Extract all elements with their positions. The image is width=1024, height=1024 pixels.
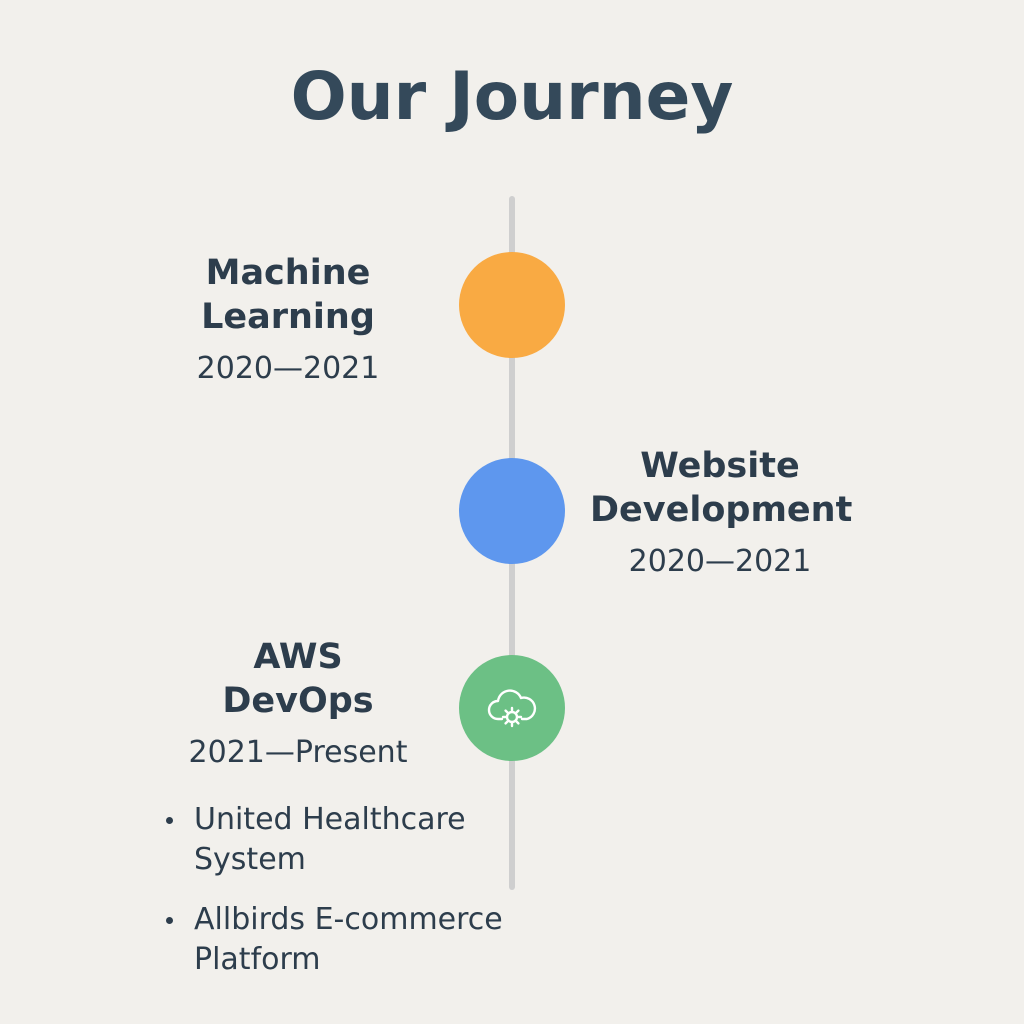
project-line-2: Platform (194, 942, 321, 977)
timeline-node-website-development (459, 458, 565, 564)
title-line-2: Development (590, 490, 853, 530)
project-list: United Healthcare System Allbirds E-comm… (160, 800, 540, 1000)
timeline-item-aws-devops: AWS DevOps 2021—Present (180, 635, 416, 770)
title-line-2: DevOps (222, 681, 374, 721)
timeline-item-title: AWS DevOps (180, 635, 416, 723)
page-title: Our Journey (290, 58, 734, 135)
project-line-1: United Healthcare (194, 802, 466, 837)
title-line-2: Learning (201, 297, 375, 337)
bullet-icon (166, 917, 173, 924)
bullet-icon (166, 817, 173, 824)
title-line-1: Website (640, 446, 800, 486)
timeline-item-website-development: Website Development 2020—2021 (590, 444, 853, 579)
title-line-1: Machine (205, 253, 371, 293)
title-line-1: AWS (253, 637, 343, 677)
cloud-gear-icon (487, 689, 537, 728)
timeline-item-title: Machine Learning (170, 251, 406, 339)
timeline-item-machine-learning: Machine Learning 2020—2021 (170, 251, 406, 386)
project-item: United Healthcare System (160, 800, 540, 880)
timeline-item-title: Website Development (590, 444, 853, 532)
project-item: Allbirds E-commerce Platform (160, 900, 540, 980)
project-line-2: System (194, 842, 306, 877)
timeline-node-machine-learning (459, 252, 565, 358)
timeline-item-period: 2020—2021 (196, 351, 380, 386)
timeline-node-aws-devops (459, 655, 565, 761)
timeline-item-period: 2021—Present (188, 735, 408, 770)
project-line-1: Allbirds E-commerce (194, 902, 503, 937)
timeline-item-period: 2020—2021 (628, 544, 812, 579)
